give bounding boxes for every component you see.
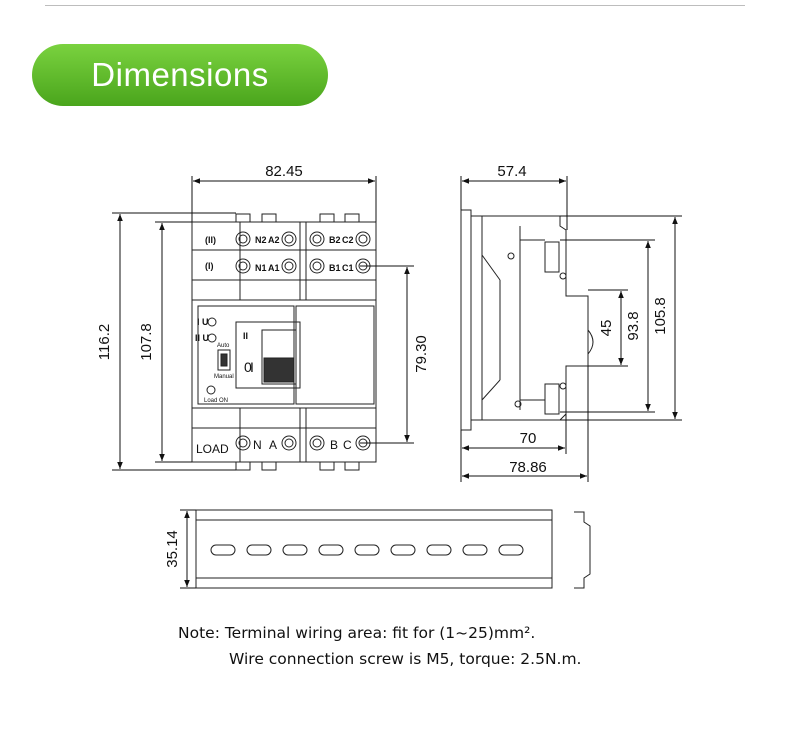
- rail-slot: [210, 544, 236, 556]
- terminal-label-b1: B1: [329, 263, 341, 273]
- rail-slot: [354, 544, 380, 556]
- depth-dim-2-label: 78.86: [509, 459, 547, 476]
- bottom-tab: [235, 461, 251, 471]
- section-title-banner: Dimensions: [32, 44, 328, 106]
- terminal-label-a1: A1: [268, 263, 280, 273]
- row-label-ii: (II): [205, 235, 216, 245]
- terminal-screw: [355, 231, 371, 247]
- side-view: [460, 209, 594, 431]
- terminal-screw: [235, 258, 251, 274]
- front-view: [191, 213, 377, 471]
- rail-slots: [210, 544, 524, 556]
- top-tab: [344, 213, 360, 223]
- load-label: LOAD: [196, 442, 229, 456]
- side-handle: [587, 329, 594, 355]
- terminal-screw: [309, 231, 325, 247]
- terminal-label-n2: N2: [255, 235, 267, 245]
- terminal-screw: [235, 231, 251, 247]
- side-width-dim-label: 57.4: [497, 163, 526, 180]
- indicator-label-2: II U: [195, 333, 209, 343]
- top-divider: [45, 5, 745, 6]
- operating-handle: [235, 321, 301, 389]
- indicator-led: [207, 317, 217, 327]
- load-on-label: Load ON: [204, 398, 228, 404]
- terminal-pitch-dim-label: 79.30: [413, 335, 430, 373]
- terminal-screw-head: [238, 438, 248, 448]
- row-label-i: (I): [205, 261, 214, 271]
- terminal-screw: [281, 435, 297, 451]
- terminal-label-a2: A2: [268, 235, 280, 245]
- rail-slot: [318, 544, 344, 556]
- outer-height-dim-label: 116.2: [96, 324, 113, 360]
- terminal-screw: [309, 258, 325, 274]
- inner-height-dim-label: 107.8: [138, 323, 155, 361]
- side-dimensions: [460, 176, 682, 482]
- terminal-label-n1: N1: [255, 263, 267, 273]
- terminal-screw-head: [238, 261, 248, 271]
- rail-profile: [574, 511, 591, 589]
- bottom-tab: [261, 461, 277, 471]
- terminal-screw-head: [312, 234, 322, 244]
- terminal-label-c2: C2: [342, 235, 354, 245]
- terminal-screw-head: [284, 261, 294, 271]
- terminal-screw-head: [284, 234, 294, 244]
- auto-manual-switch: [217, 349, 231, 371]
- indicator-led: [207, 333, 217, 343]
- width-dim-label: 82.45: [265, 163, 303, 180]
- handle-dim-label: 45: [598, 320, 615, 337]
- switch-pos-0: 0: [244, 359, 252, 375]
- terminal-label-n: N: [253, 438, 262, 452]
- terminal-label-a: A: [269, 438, 277, 452]
- front-dimensions: [112, 176, 414, 471]
- terminal-screw: [281, 258, 297, 274]
- depth-dim-1-label: 70: [520, 430, 537, 447]
- rail-slot: [426, 544, 452, 556]
- bottom-tab: [319, 461, 335, 471]
- terminal-screw: [281, 231, 297, 247]
- bottom-tab: [344, 461, 360, 471]
- rail-height-dim-label: 35.14: [164, 530, 181, 568]
- note-line-1: Note: Terminal wiring area: fit for (1~2…: [178, 624, 536, 642]
- terminal-screw-head: [284, 438, 294, 448]
- breaker-body: [191, 221, 377, 463]
- side-body: [470, 215, 589, 421]
- terminal-label-c: C: [343, 438, 352, 452]
- rail-dimensions: [180, 509, 196, 589]
- terminal-label-b: B: [330, 438, 338, 452]
- note-line-2: Wire connection screw is M5, torque: 2.5…: [229, 650, 582, 668]
- top-tab: [319, 213, 335, 223]
- section-title: Dimensions: [91, 56, 269, 93]
- auto-label: Auto: [217, 343, 230, 349]
- side-height-dim-1-label: 105.8: [652, 297, 669, 335]
- indicator-label-1: I U: [197, 317, 209, 327]
- rail-slot: [246, 544, 272, 556]
- terminal-label-b2: B2: [329, 235, 341, 245]
- terminal-screw: [235, 435, 251, 451]
- front-labels: (II) (I) N2 A2 B2 C2 N1 A1 B1 C1 I U II …: [195, 235, 354, 456]
- rail-slot: [462, 544, 488, 556]
- terminal-screw-head: [238, 234, 248, 244]
- terminal-screws: [235, 231, 371, 451]
- side-height-dim-2-label: 93.8: [625, 311, 642, 340]
- manual-label: Manual: [214, 374, 234, 380]
- terminal-screw-head: [312, 261, 322, 271]
- switch-pos-ii: II: [243, 331, 248, 341]
- rail-slot: [282, 544, 308, 556]
- terminal-screw-head: [358, 234, 368, 244]
- terminal-screw: [309, 435, 325, 451]
- rail-slot: [498, 544, 524, 556]
- din-rail: [195, 509, 591, 589]
- terminal-label-c1: C1: [342, 263, 354, 273]
- rail-slot: [390, 544, 416, 556]
- indicator-led: [206, 385, 216, 395]
- switch-pos-i: I: [250, 359, 254, 375]
- top-tab: [261, 213, 277, 223]
- top-tab: [235, 213, 251, 223]
- terminal-screw-head: [312, 438, 322, 448]
